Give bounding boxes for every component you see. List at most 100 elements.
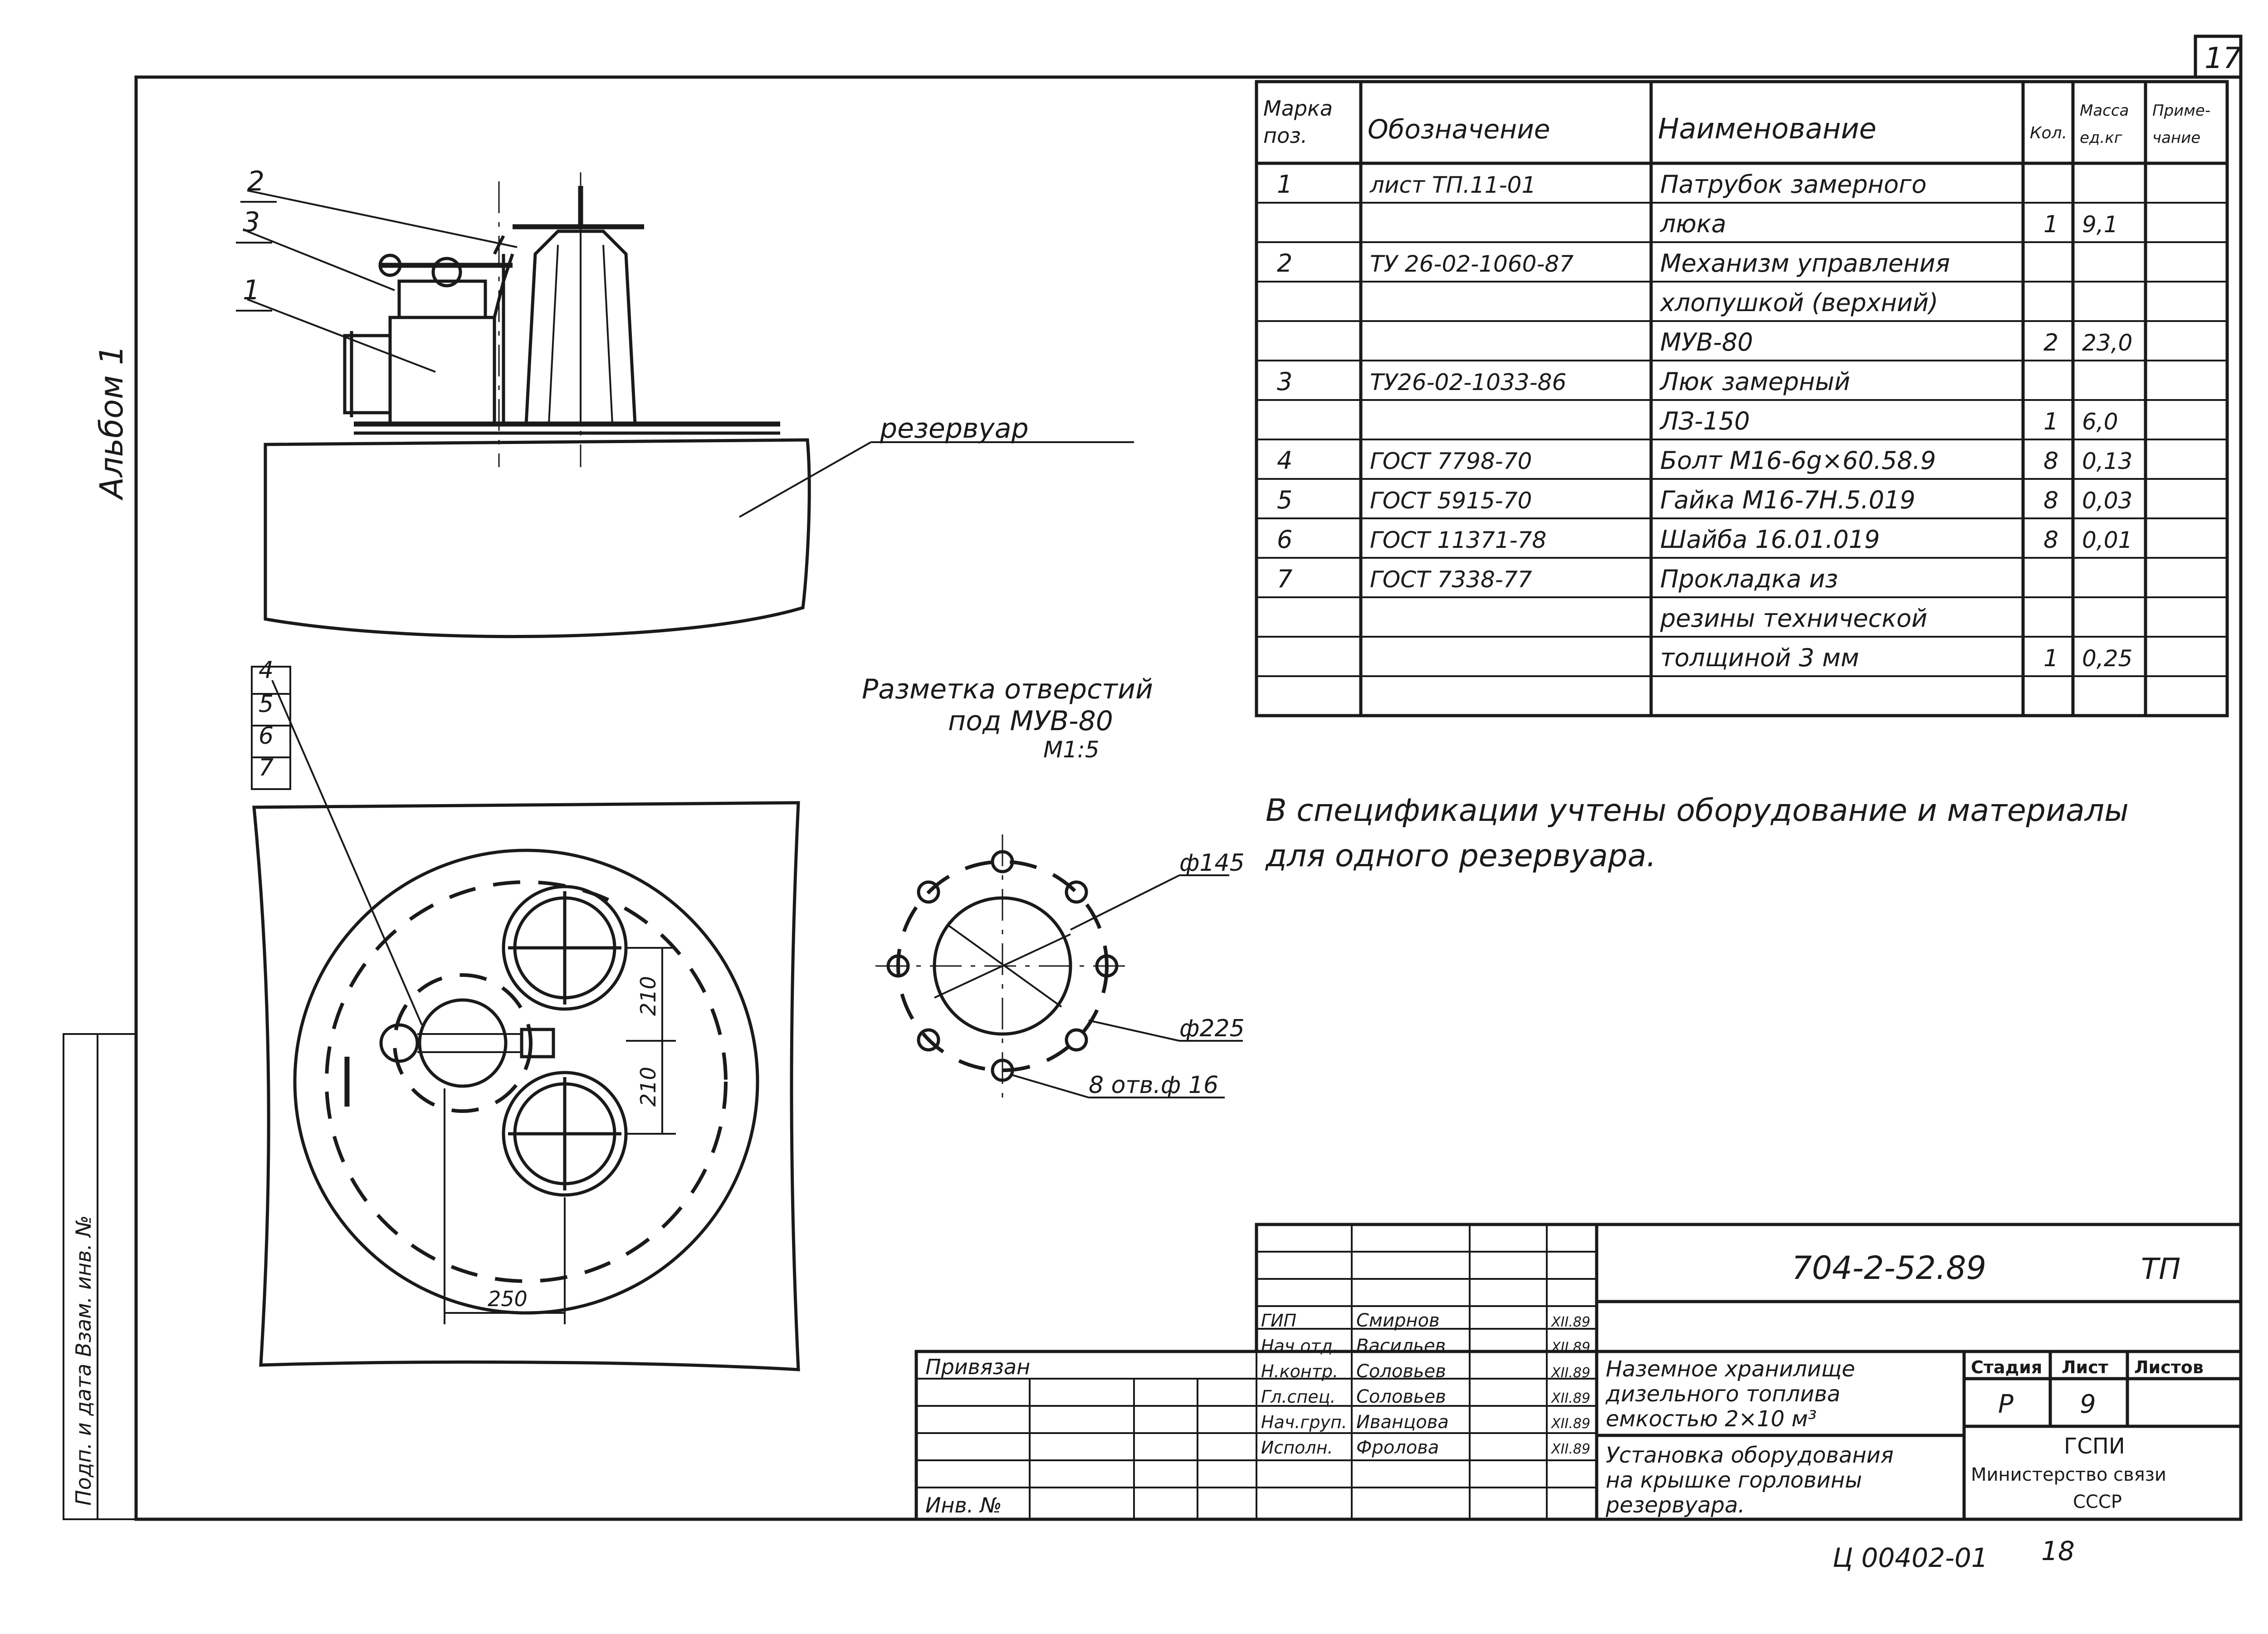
- marking-holes: [886, 850, 1119, 1082]
- reservoir-body: [264, 438, 811, 639]
- spec-cell: 8: [2043, 448, 2058, 475]
- side-branch: [343, 334, 392, 415]
- hatch-pipe: [388, 316, 496, 426]
- spec-cell: Люк замерный: [1659, 367, 1850, 396]
- marking-hole: [991, 1058, 1014, 1082]
- dim-145: ф145: [1179, 849, 1245, 877]
- spec-cell: Гайка М16-7Н.5.019: [1660, 486, 1916, 514]
- dim-holes: 8 отв.ф 16: [1089, 1072, 1218, 1099]
- signature-cell: Смирнов: [1356, 1310, 1440, 1331]
- dim-210-top: 210: [636, 976, 660, 1016]
- leader-2: [247, 190, 518, 248]
- spec-cell: люка: [1660, 210, 1726, 238]
- marking-scale: М1:5: [1043, 737, 1100, 763]
- signature-cell: XII.89: [1550, 1314, 1590, 1330]
- callout-2: 2: [247, 166, 264, 197]
- spec-cell: Прокладка из: [1660, 565, 1838, 593]
- spec-cell: ТУ26-02-1033-86: [1370, 369, 1566, 395]
- marking-hole: [991, 850, 1014, 873]
- spec-cell: лист ТП.11-01: [1369, 172, 1536, 198]
- spec-cell: 0,13: [2082, 448, 2132, 474]
- spec-cell: ГОСТ 7338-77: [1370, 566, 1532, 593]
- elevation-view: 2 3 1 резервуар: [236, 166, 1134, 639]
- callout-6: 6: [259, 722, 274, 750]
- marking-detail: Разметка отверстий под МУВ-80 М1:5 ф145 …: [862, 673, 1245, 1099]
- callout-1: 1: [243, 274, 260, 306]
- spec-header: Обозначение: [1368, 114, 1550, 145]
- signature-cell: Исполн.: [1261, 1438, 1333, 1458]
- callout-box: [251, 666, 291, 790]
- spec-cell: 5: [1277, 486, 1292, 514]
- dim-250: 250: [488, 1287, 528, 1311]
- signature-cell: XII.89: [1550, 1416, 1590, 1432]
- spec-border: [1255, 80, 2229, 717]
- signature-cell: XII.89: [1550, 1365, 1590, 1381]
- mechanism-rib-left: [548, 244, 559, 424]
- marking-hole: [886, 954, 910, 978]
- spec-cell: 1: [2043, 211, 2058, 238]
- spec-cell: ГОСТ 11371-78: [1370, 527, 1546, 553]
- marking-hole: [917, 1028, 940, 1052]
- stage-value: Р: [1998, 1390, 2014, 1419]
- plan-bolt-circle: [325, 880, 728, 1283]
- project-line-3: емкостью 2×10 м³: [1606, 1406, 1817, 1432]
- sheets-header: Листов: [2134, 1357, 2204, 1377]
- spec-cell: 7: [1277, 565, 1292, 593]
- drawing-line-3: резервуара.: [1605, 1493, 1745, 1518]
- drawing-code: 704-2-52.89: [1792, 1249, 1986, 1287]
- spec-cell: 3: [1277, 367, 1292, 396]
- spec-cell: 0,03: [2082, 488, 2132, 514]
- spec-cell: Патрубок замерного: [1660, 170, 1926, 199]
- spec-cell: 0,01: [2082, 527, 2132, 553]
- side-strip: [63, 1033, 137, 1520]
- spec-cell: 6: [1277, 525, 1292, 554]
- spec-cell: ГОСТ 7798-70: [1370, 448, 1532, 474]
- spec-cell: 1: [2043, 645, 2058, 672]
- spec-cell: 23,0: [2082, 330, 2132, 356]
- marking-hole: [917, 880, 940, 904]
- leader-3: [247, 230, 395, 291]
- sheet-value: 9: [2080, 1390, 2096, 1419]
- drawing-line-1: Установка оборудования: [1606, 1443, 1894, 1468]
- mechanism-rib-right: [602, 244, 613, 424]
- bottom-code: Ц 00402-01: [1833, 1542, 1988, 1573]
- album-label: Альбом 1: [93, 345, 130, 501]
- spec-header: Наименование: [1658, 112, 1877, 145]
- spec-cell: Шайба 16.01.019: [1660, 525, 1880, 554]
- plan-cover-outline: [252, 801, 800, 1371]
- org-line-1: ГСПИ: [2064, 1434, 2125, 1459]
- marking-hole: [1065, 880, 1088, 904]
- spec-header: Кол.: [2030, 124, 2067, 142]
- spec-cell: 6,0: [2082, 409, 2118, 435]
- spec-cell: 0,25: [2082, 645, 2132, 672]
- callout-5: 5: [259, 691, 274, 718]
- spec-cell: Болт М16-6g×60.58.9: [1660, 446, 1936, 475]
- hatch-center-knob: [431, 257, 462, 288]
- plan-manhole-outer: [293, 849, 759, 1315]
- marking-title-1: Разметка отверстий: [862, 673, 1153, 705]
- spec-cell: 1: [2043, 408, 2058, 435]
- callout-7: 7: [259, 754, 274, 781]
- drawing-type: ТП: [2141, 1253, 2180, 1286]
- side-strip-text: Подп. и дата Взам. инв. №: [71, 1215, 96, 1506]
- signature-cell: Соловьев: [1356, 1386, 1446, 1407]
- signature-cell: ГИП: [1261, 1311, 1296, 1331]
- bound-label: Привязан: [925, 1355, 1030, 1379]
- signature-cell: Нач.груп.: [1261, 1412, 1347, 1432]
- bottom-number: 18: [2041, 1536, 2075, 1566]
- spec-cell: 8: [2043, 487, 2058, 514]
- marking-hole: [1065, 1028, 1088, 1052]
- spec-cell: 9,1: [2082, 211, 2118, 238]
- signature-cell: XII.89: [1550, 1441, 1590, 1457]
- leader-plan: [271, 680, 423, 1025]
- signature-cell: Фролова: [1356, 1437, 1439, 1458]
- note-line-2: для одного резервуара.: [1265, 838, 1656, 874]
- sheet-number-top: 17: [2204, 42, 2242, 75]
- spec-cell: ТУ 26-02-1060-87: [1370, 251, 1574, 277]
- leader-1: [247, 298, 436, 373]
- project-line-2: дизельного топлива: [1605, 1381, 1840, 1407]
